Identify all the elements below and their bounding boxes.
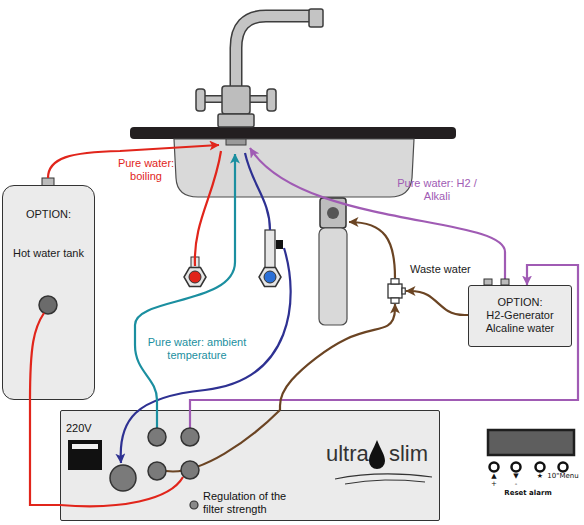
- generator-name: H2-Generator Alcaline water: [473, 309, 567, 335]
- faucet-lever-outline: [250, 95, 268, 103]
- flow-label: Pure water: ambient temperature: [145, 336, 249, 362]
- label-holder: Reset alarm: [498, 489, 558, 497]
- flow-label: Pure water: H2 / Alkali: [395, 177, 479, 203]
- knob-label: Regulation of the filter strength: [203, 490, 295, 516]
- faucet-lever: [250, 97, 268, 102]
- panel-button: [559, 463, 568, 472]
- tee-body: [388, 284, 402, 298]
- logo-swoosh: [345, 480, 425, 484]
- button-symbol: ▲: [487, 472, 501, 480]
- button-symbol: ★: [533, 472, 547, 480]
- logo-drop: [369, 440, 385, 469]
- drain-fitting: [320, 198, 346, 228]
- hot-water-tank: OPTION: Hot water tank: [2, 185, 95, 400]
- label-holder: Pure water: ambient temperature: [145, 336, 249, 362]
- tank-name: Hot water tank: [6, 247, 91, 260]
- waste-water-hose: [406, 291, 468, 315]
- feed-water-hose: [121, 248, 291, 463]
- generator-feed-hose: [190, 265, 578, 410]
- cold-tee-fitting: [265, 230, 275, 268]
- ambient-water-hose: [135, 154, 235, 428]
- faucet-handle: [196, 89, 205, 111]
- label-holder: ★: [533, 472, 547, 480]
- panel-button: [536, 463, 545, 472]
- label-holder: ▲: [487, 472, 501, 480]
- label-holder: 220V: [66, 422, 106, 435]
- option-label: OPTION:: [473, 296, 567, 309]
- option-label: OPTION:: [6, 208, 91, 221]
- unit-internal-hose: [166, 410, 280, 471]
- panel-button: [490, 463, 499, 472]
- water-port: [181, 461, 199, 479]
- brand-logo: ultra slim: [326, 441, 428, 467]
- faucet-body: [222, 86, 250, 114]
- hot-water-hose: [30, 313, 44, 400]
- water-port: [148, 462, 166, 480]
- faucet-base: [218, 114, 254, 127]
- button-label: Reset alarm: [498, 489, 558, 497]
- cold-valve-knob: [264, 271, 276, 283]
- h2-generator: OPTION:H2-Generator Alcaline water: [468, 285, 572, 347]
- drain-hose: [349, 222, 395, 278]
- label-holder: ▼: [509, 472, 523, 480]
- faucet-stem: [226, 139, 246, 145]
- label-holder: Regulation of the filter strength: [203, 490, 295, 516]
- alkaline-water-hose: [250, 148, 505, 280]
- label-holder: +: [487, 480, 501, 488]
- cold-valve: [259, 268, 281, 287]
- regulation-knob: [190, 501, 198, 509]
- drain-trap: [319, 228, 347, 325]
- panel-button: [512, 463, 521, 472]
- faucet-lever-outline: [204, 95, 222, 103]
- label-holder: Pure water: boiling: [108, 157, 184, 183]
- logo-swoosh: [335, 474, 432, 479]
- voltage-label: 220V: [66, 422, 106, 435]
- unit-internal-hose: [60, 477, 183, 506]
- hot-water-hose: [30, 400, 60, 505]
- button-label: 10"Menu: [546, 472, 580, 480]
- button-symbol: -: [509, 480, 523, 488]
- tee-fitting-shape: [384, 278, 406, 304]
- waste-water-fitting: Waste water: [384, 278, 406, 304]
- sink-bowl: [174, 139, 414, 197]
- tee-nozzle: [391, 298, 399, 303]
- waste-water-hose: [280, 304, 395, 410]
- generator-port: [501, 279, 509, 285]
- valve-stub: [191, 257, 199, 268]
- hot-valve-knob: [189, 271, 201, 283]
- tee-nozzle: [391, 279, 399, 284]
- generator-port: [484, 279, 492, 285]
- power-switch: [68, 440, 102, 470]
- inlet-port: [110, 465, 136, 491]
- display-panel: [488, 430, 574, 455]
- water-port: [181, 428, 199, 446]
- tee-nozzle: [402, 288, 405, 294]
- tee-valve: [276, 240, 283, 249]
- waste-label: Waste water: [410, 263, 471, 276]
- flow-label: Pure water: boiling: [108, 157, 184, 183]
- button-symbol: +: [487, 480, 501, 488]
- switch-rocker: [72, 444, 98, 449]
- unit-internal-hose: [189, 410, 191, 428]
- faucet-spout: [309, 9, 323, 27]
- counter-top: [130, 127, 456, 139]
- label-holder: 10"Menu: [546, 472, 580, 480]
- faucet-handle: [267, 89, 276, 111]
- hot-supply-hose: [195, 151, 221, 266]
- hot-valve: [184, 268, 206, 287]
- water-port: [148, 428, 166, 446]
- tank-port: [39, 296, 57, 314]
- label-holder: Pure water: H2 / Alkali: [395, 177, 479, 203]
- faucet-lever: [204, 97, 222, 102]
- cold-supply-hose: [245, 153, 270, 230]
- button-symbol: ▼: [509, 472, 523, 480]
- label-holder: -: [509, 480, 523, 488]
- drain-nut: [327, 207, 339, 219]
